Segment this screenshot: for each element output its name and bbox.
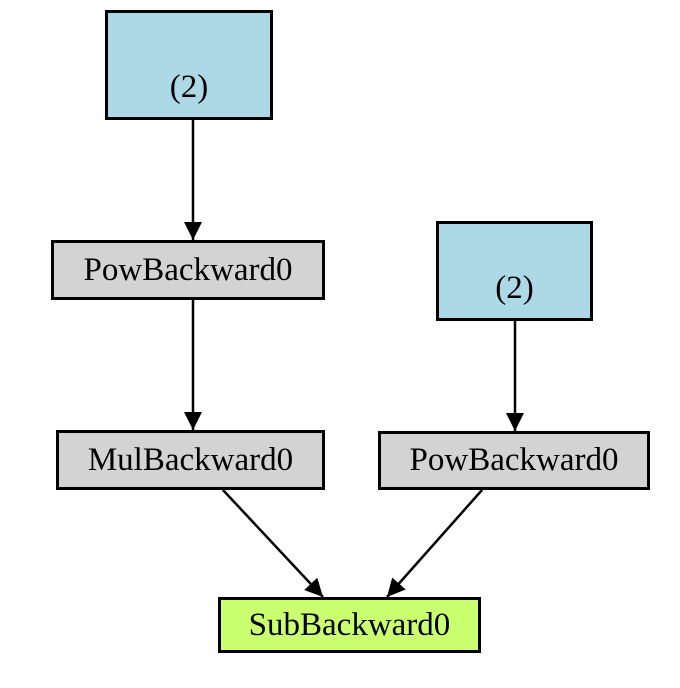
- node-tensor-right-label: (2): [495, 269, 534, 306]
- edge-mul-to-sub: [222, 489, 324, 598]
- node-tensor-right: (2): [436, 221, 593, 321]
- edge-powright-to-sub: [386, 489, 483, 598]
- node-powbackward0-left: PowBackward0: [51, 240, 325, 300]
- node-subbackward0: SubBackward0: [218, 597, 481, 653]
- node-tensor-left: (2): [105, 10, 273, 120]
- node-powbackward0-left-label: PowBackward0: [83, 251, 293, 288]
- node-mulbackward0: MulBackward0: [56, 430, 325, 490]
- node-powbackward0-right: PowBackward0: [378, 431, 650, 490]
- node-mulbackward0-label: MulBackward0: [87, 441, 294, 478]
- node-tensor-left-label: (2): [169, 68, 209, 105]
- node-subbackward0-label: SubBackward0: [248, 606, 451, 643]
- node-powbackward0-right-label: PowBackward0: [409, 442, 619, 479]
